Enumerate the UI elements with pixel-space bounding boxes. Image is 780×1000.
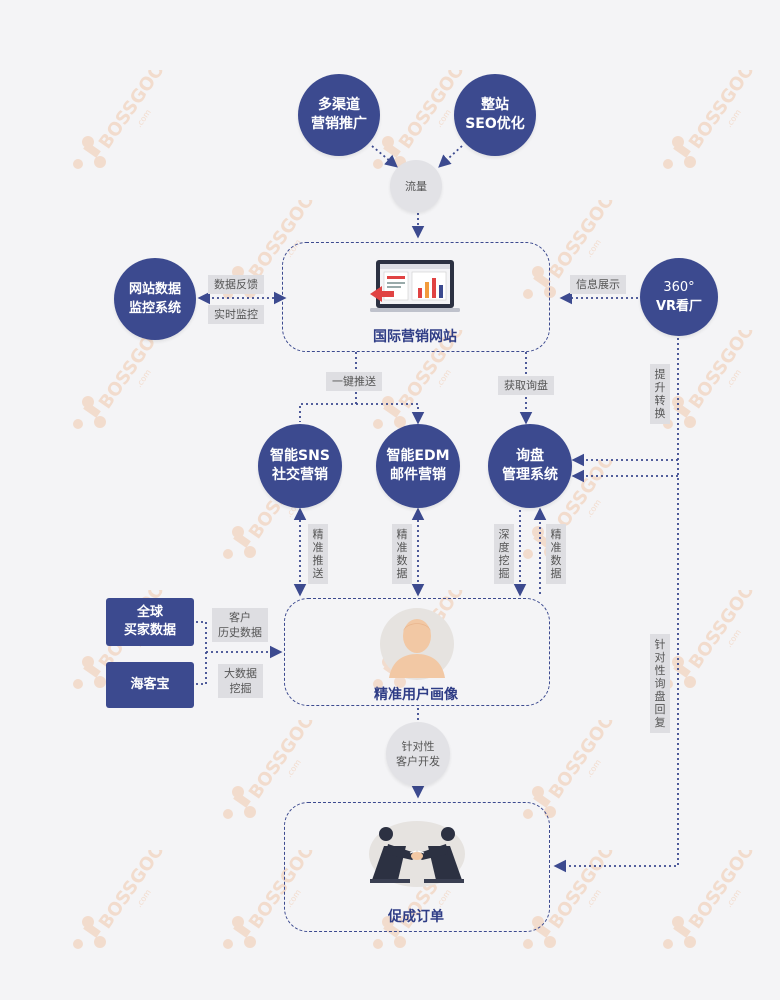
- label-precise-push: 精准推送: [308, 524, 328, 584]
- label-data-feedback: 数据反馈: [208, 275, 264, 294]
- label-improve-conversion: 提升转换: [650, 364, 670, 424]
- label-deep-mining: 深度挖掘: [494, 524, 514, 584]
- watermark-logo: BOSSGOO.com: [520, 189, 630, 310]
- label-precise-data-2: 精准数据: [546, 524, 566, 584]
- watermark-logo: BOSSGOO.com: [370, 319, 480, 440]
- box-order-label: 促成订单: [388, 909, 444, 925]
- line-global-buyers: [196, 621, 207, 685]
- watermark-logo: BOSSGOO.com: [660, 59, 770, 180]
- node-multichannel: 多渠道 营销推广: [298, 74, 380, 156]
- box-persona: [284, 598, 550, 706]
- label-get-inquiry: 获取询盘: [498, 376, 554, 395]
- user-avatar-icon: [380, 608, 454, 680]
- label-customer-history: 客户 历史数据: [212, 608, 268, 642]
- watermark-logo: BOSSGOO.com: [70, 839, 180, 960]
- node-targeted-dev: 针对性 客户开发: [386, 722, 450, 786]
- watermark-logo: BOSSGOO.com: [660, 839, 770, 960]
- node-seo: 整站 SEO优化: [454, 74, 536, 156]
- node-global-buyers: 全球 买家数据: [106, 598, 194, 646]
- label-one-click-push: 一键推送: [326, 372, 382, 391]
- label-targeted-reply: 针对性询盘回复: [650, 634, 670, 733]
- label-precise-data-1: 精准数据: [392, 524, 412, 584]
- node-inquiry-mgmt: 询盘 管理系统: [488, 424, 572, 508]
- watermark-logo: BOSSGOO.com: [520, 709, 630, 830]
- label-realtime-monitor: 实时监控: [208, 305, 264, 324]
- box-persona-label: 精准用户画像: [374, 687, 458, 703]
- line-seo-traffic: [438, 145, 463, 168]
- box-website-label: 国际营销网站: [373, 329, 457, 345]
- handshake-illustration: [369, 821, 465, 887]
- line-vr-down: [553, 338, 679, 873]
- watermark-logo: BOSSGOO.com: [660, 319, 770, 440]
- node-haikebao: 海客宝: [106, 662, 194, 708]
- label-big-data-mining: 大数据 挖掘: [218, 664, 263, 698]
- node-vr: 360° VR看厂: [640, 258, 718, 336]
- watermark-logo: BOSSGOO.com: [70, 59, 180, 180]
- website-illustration: [370, 260, 460, 312]
- box-order: [284, 802, 550, 932]
- node-edm: 智能EDM 邮件营销: [376, 424, 460, 508]
- node-site-monitor: 网站数据 监控系统: [114, 258, 196, 340]
- line-multichannel-traffic: [371, 145, 398, 168]
- label-info-display: 信息展示: [570, 275, 626, 294]
- node-traffic: 流量: [390, 160, 442, 212]
- box-website: [282, 242, 550, 352]
- node-sns: 智能SNS 社交营销: [258, 424, 342, 508]
- watermark-logo: BOSSGOO.com: [220, 709, 330, 830]
